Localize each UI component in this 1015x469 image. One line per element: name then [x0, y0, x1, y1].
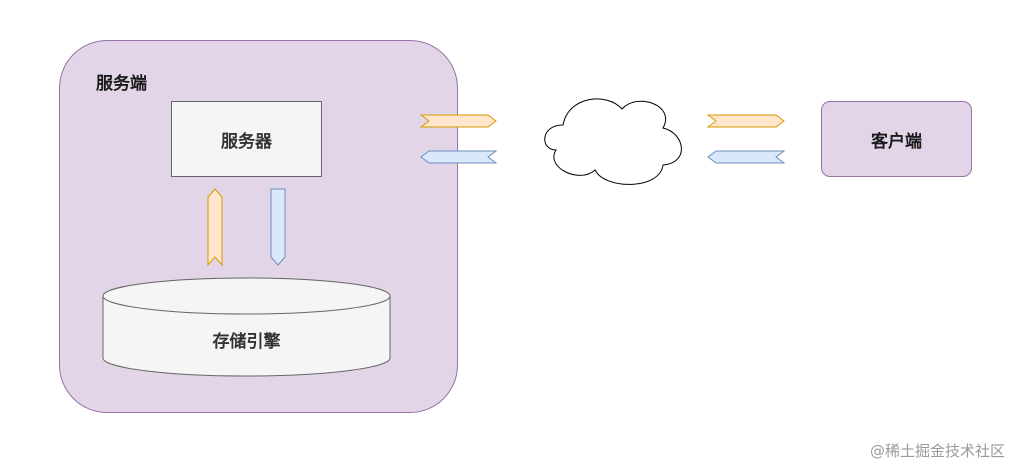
server-to-storage-arrow [270, 188, 286, 266]
storage-cylinder-body [102, 295, 391, 377]
storage-engine-cylinder [102, 277, 391, 377]
client-outbound-arrow [707, 150, 786, 164]
storage-cylinder-top [102, 277, 391, 315]
server-outbound-arrow [419, 114, 497, 128]
server-node-label: 服务器 [221, 131, 272, 152]
client-node[interactable]: 客户端 [821, 101, 972, 177]
server-node[interactable]: 服务器 [171, 101, 322, 177]
watermark-text: @稀土掘金技术社区 [869, 442, 1005, 460]
client-node-label: 客户端 [871, 131, 922, 152]
storage-engine-label: 存储引擎 [212, 332, 281, 352]
server-inbound-arrow [420, 150, 498, 164]
network-cloud-icon [544, 98, 682, 185]
server-side-title: 服务端 [96, 74, 147, 94]
client-inbound-arrow [706, 114, 785, 128]
storage-to-server-arrow [207, 188, 223, 267]
